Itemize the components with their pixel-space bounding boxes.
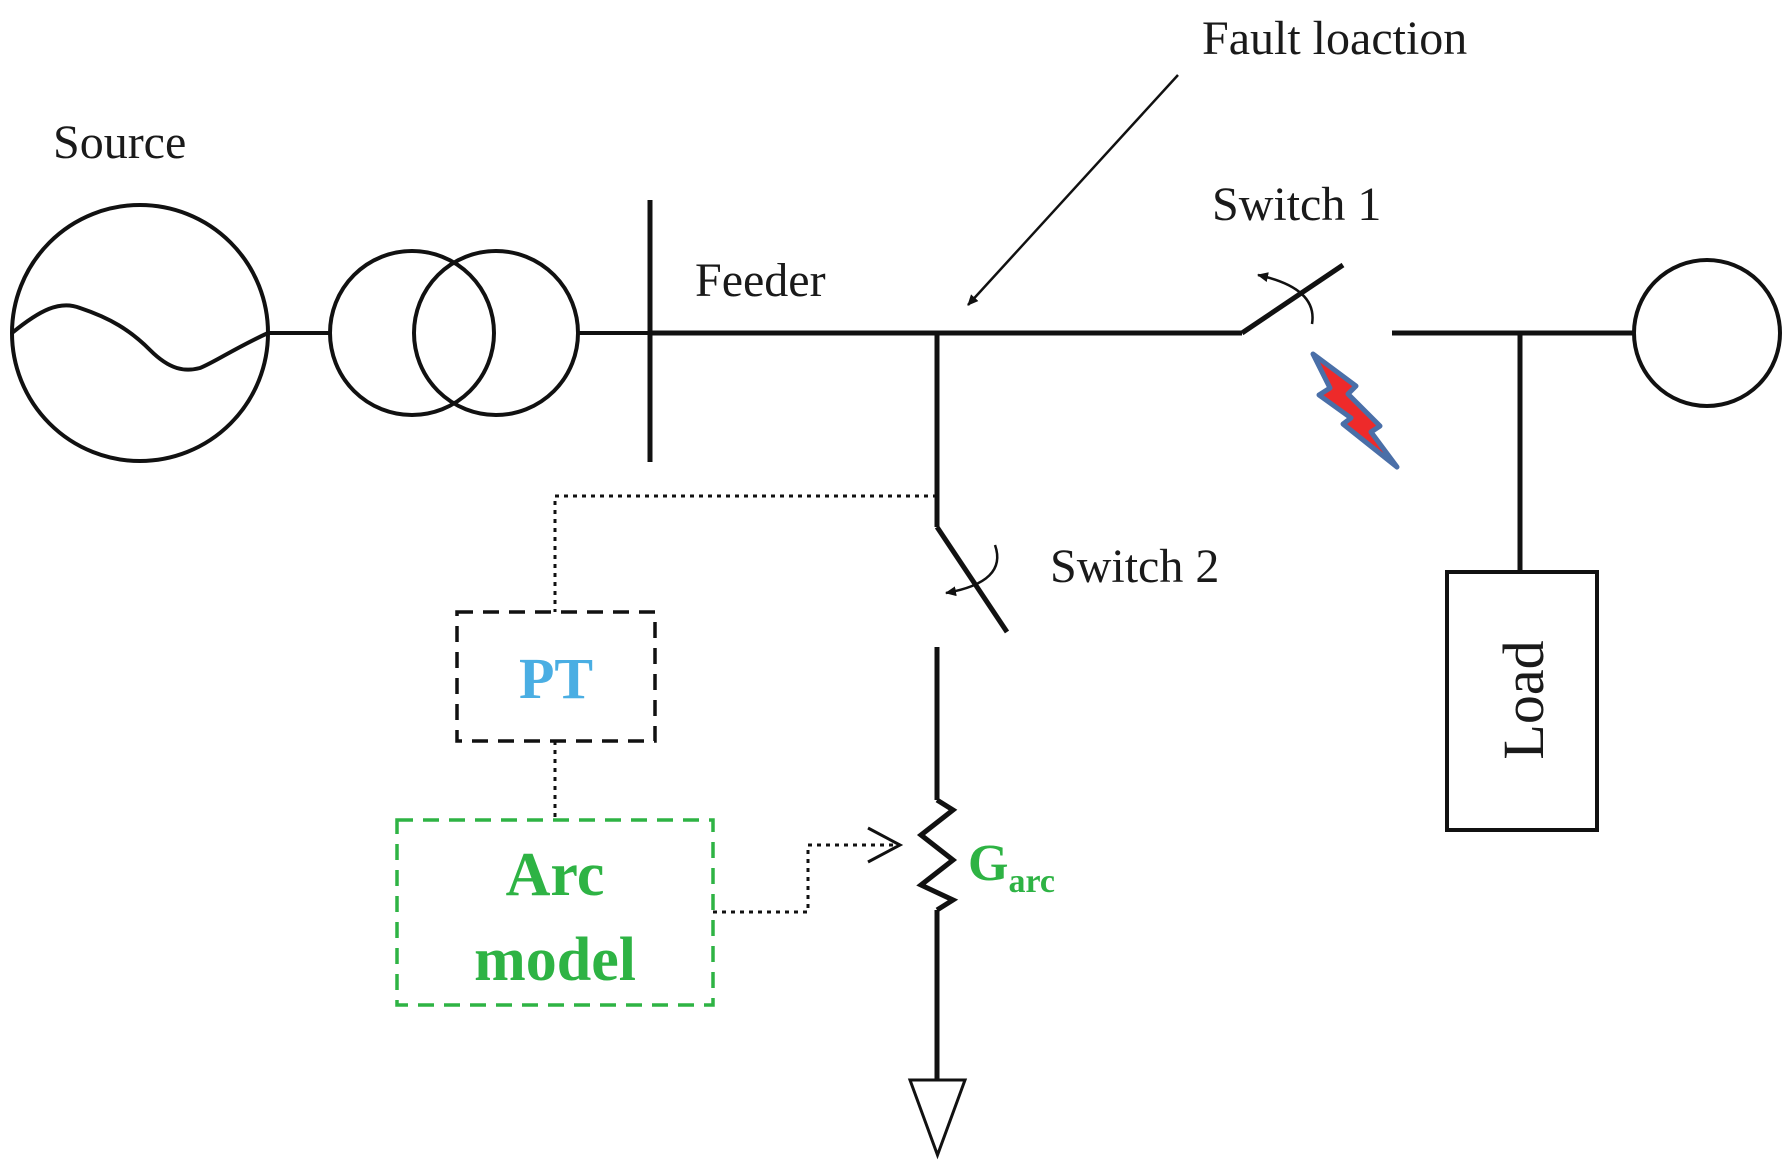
arc-resistor bbox=[916, 797, 959, 913]
load-label: Load bbox=[1491, 640, 1556, 759]
feeder-label: Feeder bbox=[695, 254, 826, 307]
switch-2-label: Switch 2 bbox=[1050, 540, 1219, 593]
ac-source-icon bbox=[10, 303, 269, 372]
transformer bbox=[328, 249, 580, 417]
fault-location-arrow bbox=[967, 74, 1179, 306]
load-box bbox=[1445, 570, 1599, 832]
arc-model-label-line2: model bbox=[474, 926, 636, 994]
source-label: Source bbox=[53, 116, 186, 169]
fault-location-label: Fault loaction bbox=[1202, 12, 1467, 65]
switch-2-rotation-arrow bbox=[945, 544, 999, 597]
lightning-bolt-icon bbox=[1310, 351, 1400, 470]
source-generator bbox=[10, 203, 270, 463]
pt-sense-line bbox=[553, 494, 937, 612]
switch-1-rotation-arrow bbox=[1257, 272, 1314, 325]
g-arc-label: Garc bbox=[968, 835, 1055, 900]
switch-1 bbox=[1240, 262, 1345, 336]
pt-label: PT bbox=[519, 646, 593, 711]
ground-icon bbox=[907, 1078, 968, 1160]
arc-model-box bbox=[395, 818, 715, 1007]
arc-model-label-line1: Arc bbox=[506, 841, 605, 909]
g-arc-sub: arc bbox=[1008, 863, 1055, 900]
g-arc-main: G bbox=[968, 835, 1008, 892]
switch-1-label: Switch 1 bbox=[1212, 178, 1381, 231]
remote-bus-node bbox=[1632, 258, 1782, 408]
arc-control-line bbox=[713, 843, 900, 914]
switch-2 bbox=[934, 525, 1010, 634]
arc-control-arrowhead bbox=[867, 826, 904, 864]
